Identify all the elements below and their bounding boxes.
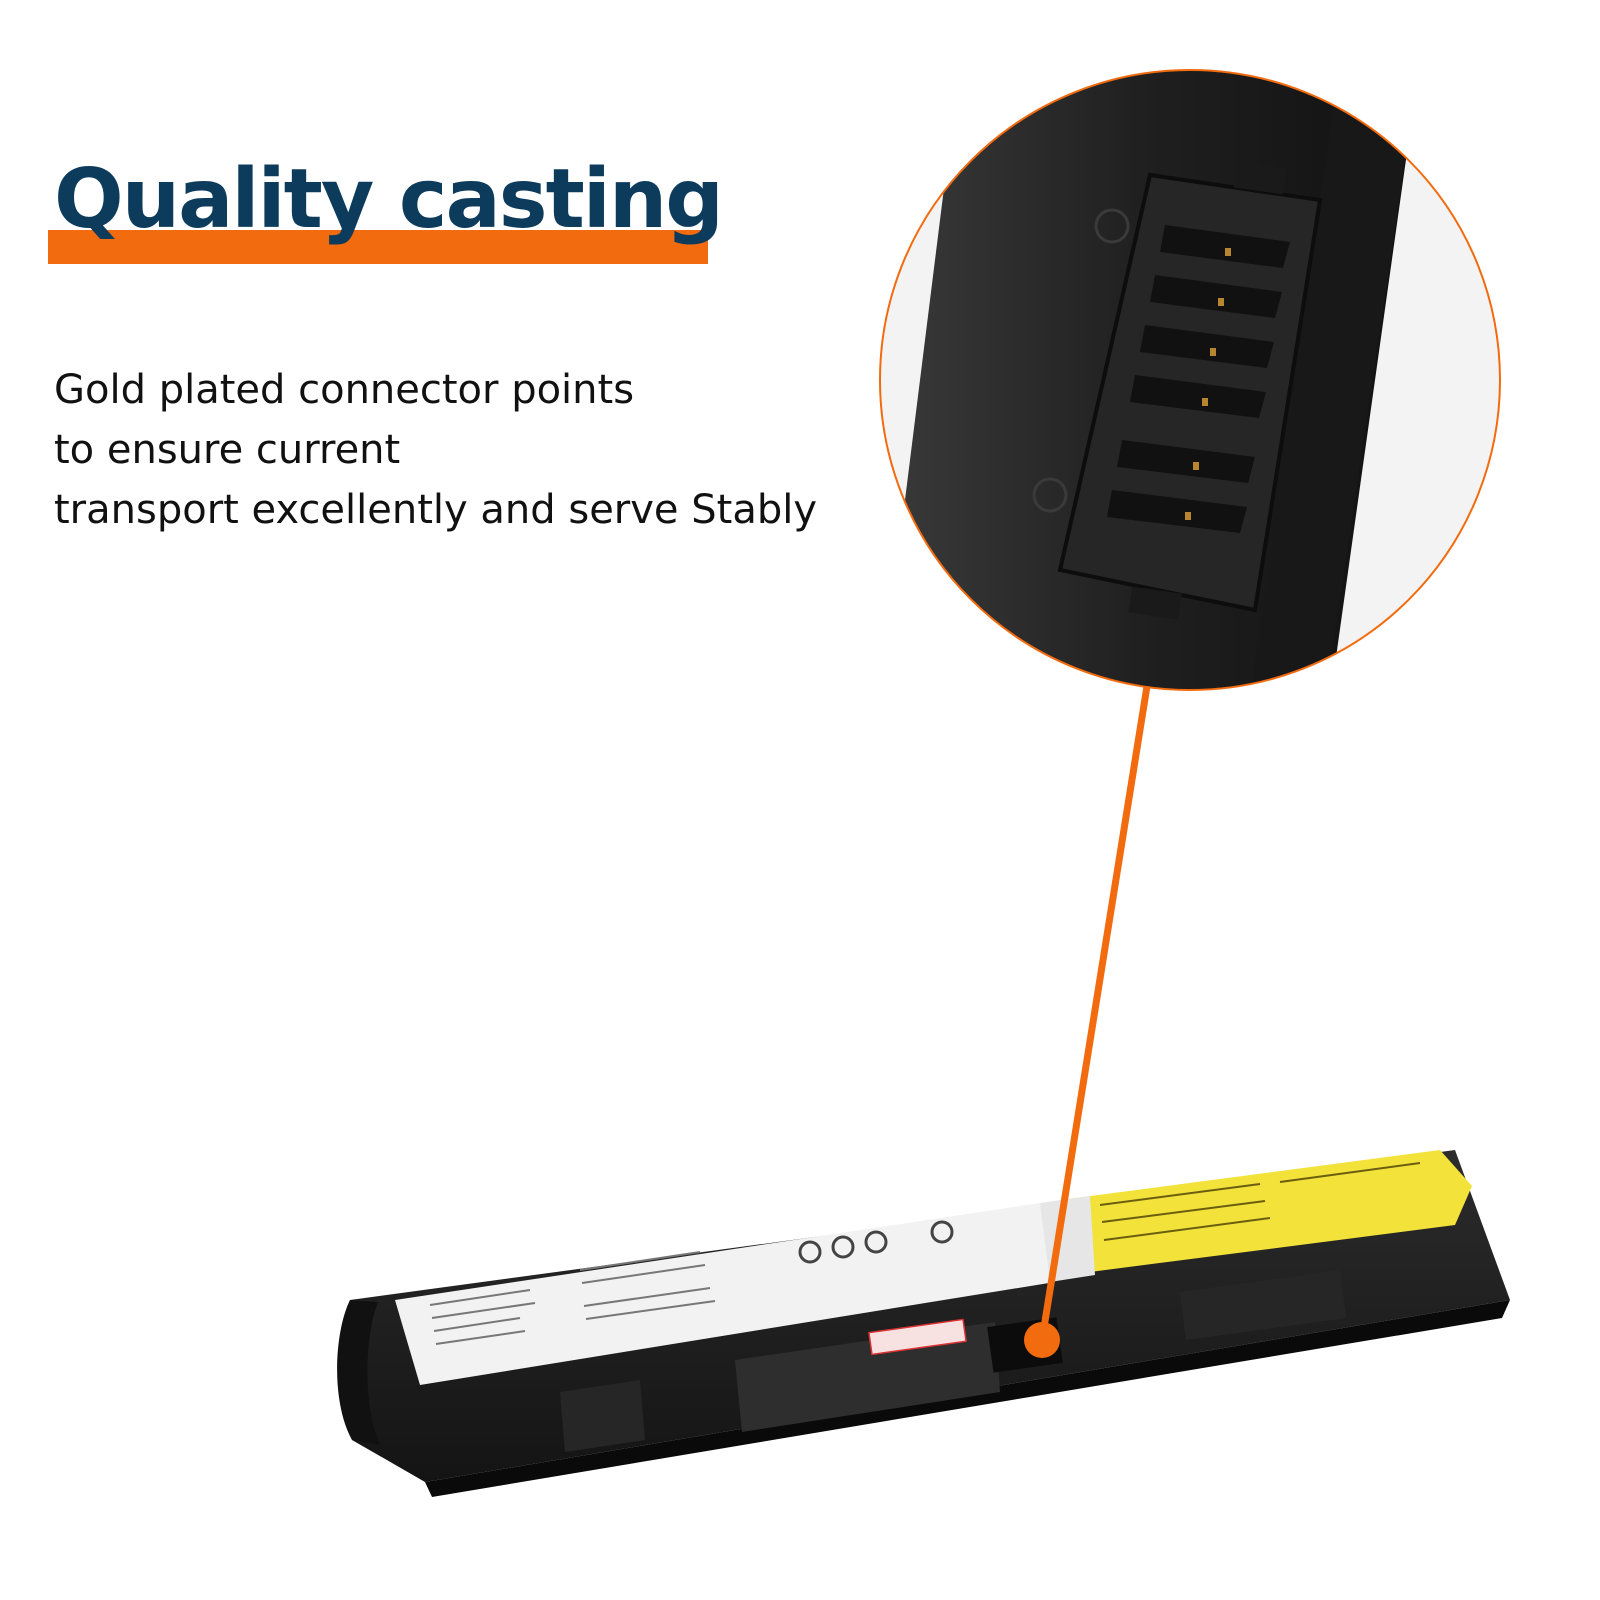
- callout-line: [1038, 679, 1152, 1341]
- description: Gold plated connector points to ensure c…: [54, 360, 874, 540]
- headline-underline-bar: [48, 230, 708, 264]
- description-line-2: to ensure current: [54, 427, 401, 473]
- headline-title: Quality casting: [54, 152, 724, 247]
- headline: Quality casting: [48, 150, 724, 270]
- description-line-3: transport excellently and serve Stably: [54, 487, 818, 533]
- callout-dot: [1024, 1322, 1060, 1358]
- connector-zoom-circle: [879, 69, 1501, 691]
- description-line-1: Gold plated connector points: [54, 367, 635, 413]
- battery-product-image: [337, 1150, 1510, 1497]
